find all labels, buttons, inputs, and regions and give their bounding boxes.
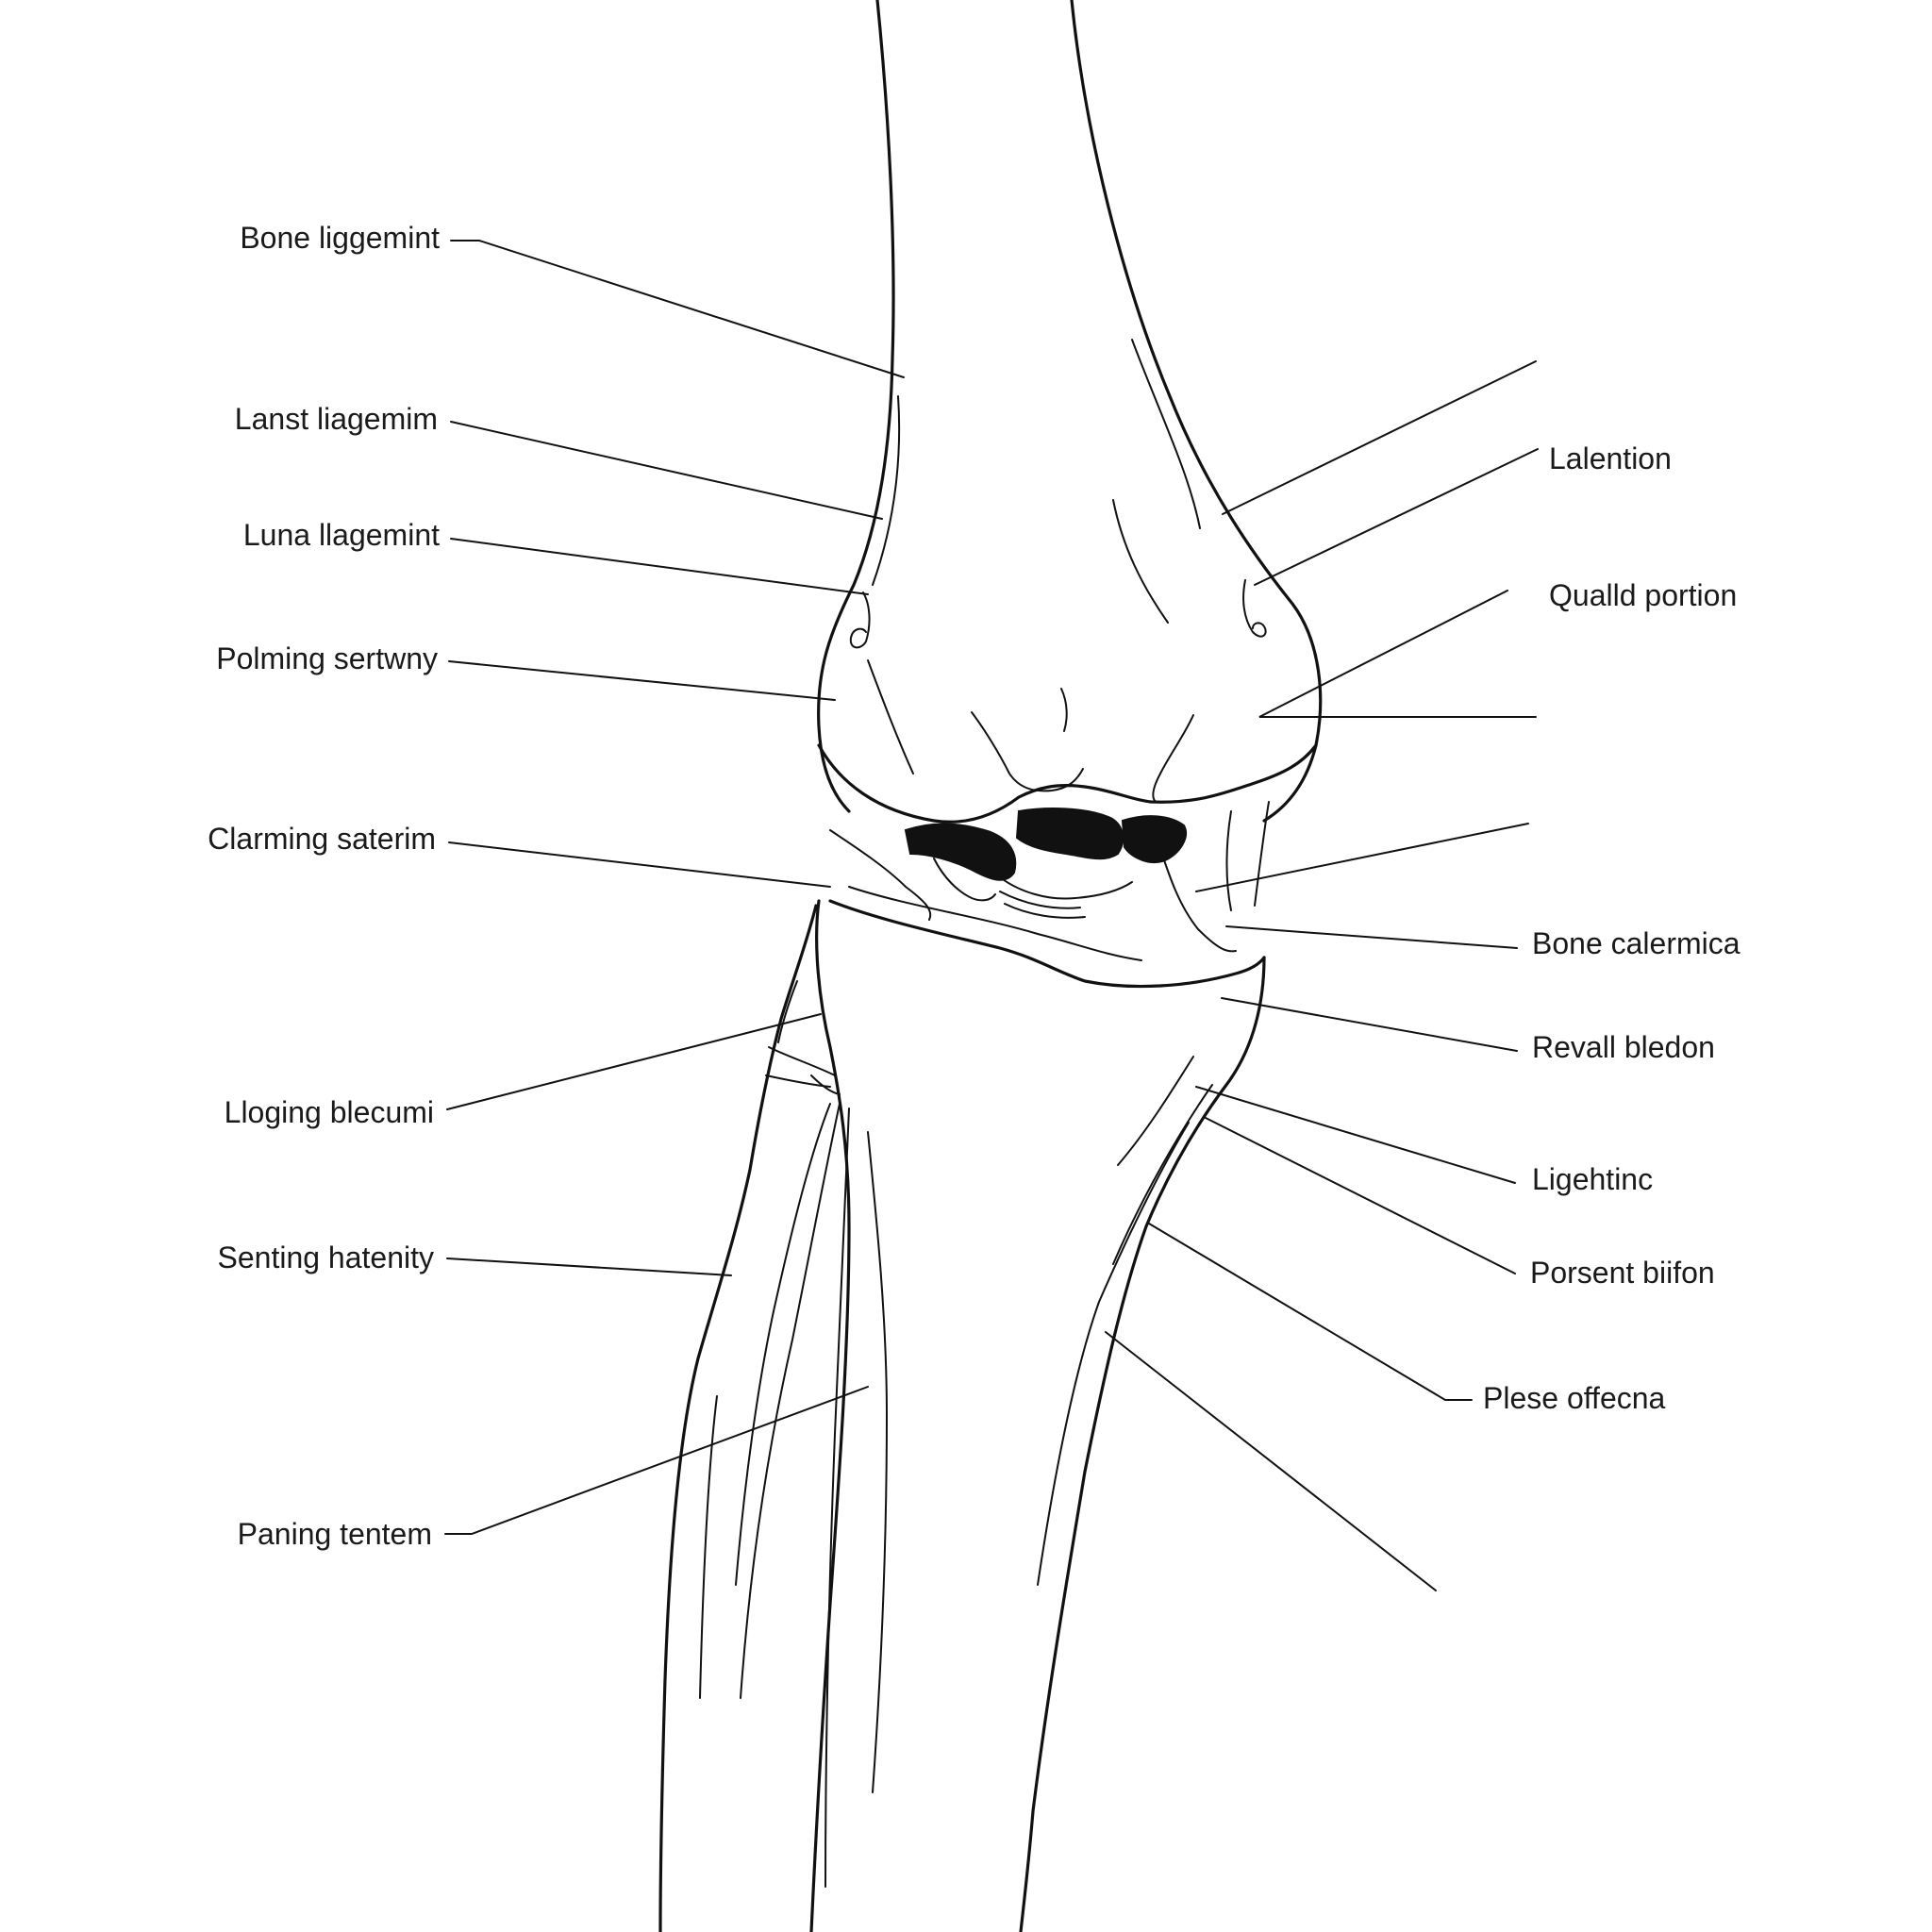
tibia-bone bbox=[809, 886, 1266, 1932]
label-polming-sertwny: Polming sertwny bbox=[216, 641, 438, 675]
label-revall-bledon: Revall bledon bbox=[1532, 1030, 1715, 1064]
label-senting-hatenity: Senting hatenity bbox=[217, 1241, 435, 1274]
label-lloging-blecumi: Lloging blecumi bbox=[224, 1095, 434, 1129]
leader-lines-left bbox=[444, 240, 905, 1535]
label-qualld-portion: Qualld portion bbox=[1549, 578, 1738, 612]
label-clarming-saterim: Clarming saterim bbox=[208, 822, 436, 856]
label-lanst-ligament: Lanst liagemim bbox=[234, 402, 438, 436]
leader-lines-right bbox=[1105, 360, 1539, 1591]
label-paning-tentem: Paning tentem bbox=[237, 1517, 432, 1551]
knee-joint-space bbox=[829, 801, 1270, 953]
label-ligehtinc: Ligehtinc bbox=[1532, 1162, 1654, 1196]
fibula-bone bbox=[658, 904, 850, 1932]
label-lalention: Lalention bbox=[1549, 441, 1672, 475]
label-bone-calermica: Bone calermica bbox=[1532, 926, 1740, 960]
femur-bone bbox=[817, 0, 1323, 824]
label-porsent-biifon: Porsent biifon bbox=[1530, 1256, 1715, 1290]
label-luna-ligament: Luna llagemint bbox=[242, 518, 440, 552]
label-bone-ligament: Bone liggemint bbox=[240, 221, 440, 255]
label-plese-offecna: Plese offecna bbox=[1483, 1381, 1666, 1415]
